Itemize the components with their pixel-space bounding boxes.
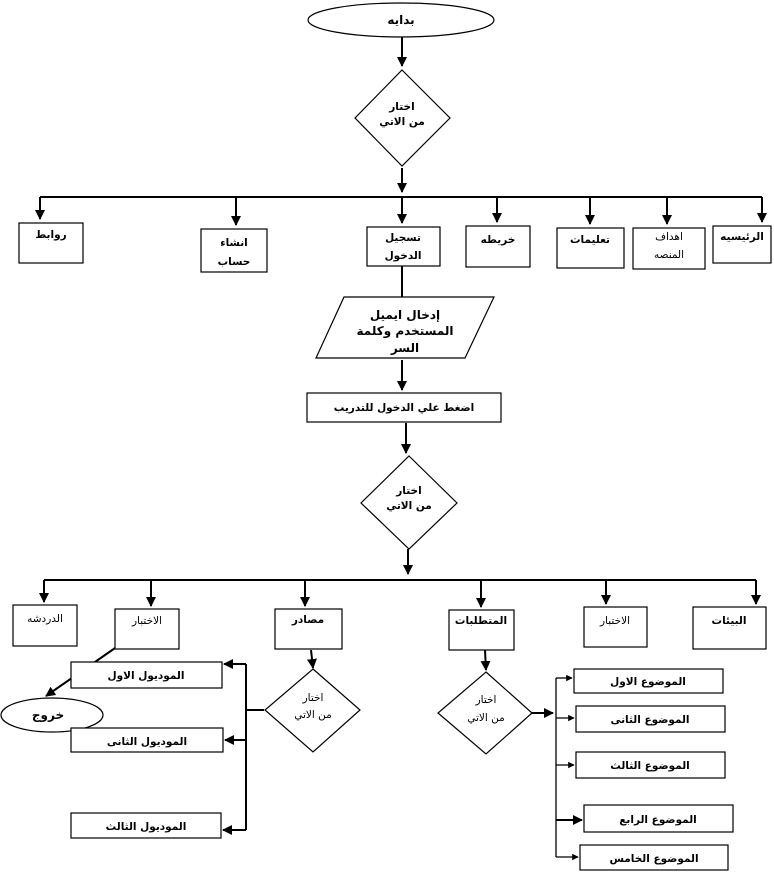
decision-resources: اختار من الاتي <box>264 668 361 753</box>
instructions-label: تعليمات <box>570 234 610 246</box>
register-line-2: الدخول <box>385 250 422 262</box>
start-label: بدايه <box>387 13 414 27</box>
topic-5-label: الموضوع الخامس <box>609 853 698 865</box>
topic-2-label: الموضوع الثانى <box>610 714 689 726</box>
chat-label: الدردشه <box>27 613 63 625</box>
module-2-label: الموديول الثانى <box>107 736 187 748</box>
resources-decision-line-1: اختار <box>302 692 324 704</box>
decision-1-line-2: من الاتي <box>379 116 425 128</box>
resources-label: مصادر <box>291 614 324 626</box>
box-topic-3: الموضوع الثالث <box>575 751 726 779</box>
decision-2-line-2: من الاتي <box>386 500 432 512</box>
press-login-label: اضغط علي الدخول للتدريب <box>334 402 475 414</box>
box-module-3: الموديول الثالث <box>70 812 222 839</box>
box-topic-5: الموضوع الخامس <box>579 844 729 871</box>
box-home: الرئيسيه <box>712 225 772 264</box>
box-topic-2: الموضوع الثانى <box>575 705 726 733</box>
map-label: خريطه <box>481 234 516 246</box>
input-credentials: إدخال ايميل المستخدم وكلمة السر <box>315 296 495 359</box>
topic-3-label: الموضوع الثالث <box>610 760 690 772</box>
module-3-label: الموديول الثالث <box>106 821 187 833</box>
goals-line-2: المنصه <box>654 249 684 261</box>
create-account-line-1: انشاء <box>220 237 248 249</box>
input-line-3: السر <box>390 341 419 355</box>
input-line-1: إدخال ايميل <box>370 308 440 322</box>
box-links: روابط <box>18 222 84 264</box>
create-account-line-2: حساب <box>218 256 251 268</box>
exit-label: خروج <box>32 708 64 723</box>
box-topic-4: الموضوع الرابع <box>583 804 734 833</box>
box-resources: مصادر <box>274 608 343 650</box>
test-label: الاختبار <box>599 615 630 627</box>
decision-choose-2: اختار من الاتي <box>360 455 458 550</box>
box-requirements: المتطلبات <box>448 609 515 651</box>
box-map: خريطه <box>465 225 531 268</box>
box-test: الاختبار <box>583 606 648 648</box>
decision-choose-1: اختار من الاتي <box>354 69 451 167</box>
box-module-1: الموديول الاول <box>70 661 223 689</box>
box-module-2: الموديول الثانى <box>70 727 224 753</box>
box-create-account: انشاء حساب <box>200 228 268 273</box>
box-platform-goals: اهداف المنصه <box>632 227 706 270</box>
topic-4-label: الموضوع الرابع <box>619 814 697 826</box>
box-topic-1: الموضوع الاول <box>573 668 724 694</box>
box-exam: الاختبار <box>114 608 180 650</box>
box-register-login: تسجيل الدخول <box>366 226 441 267</box>
requirements-label: المتطلبات <box>455 615 507 627</box>
topic-1-label: الموضوع الاول <box>610 676 686 688</box>
resources-decision-line-2: من الاتي <box>294 709 332 721</box>
box-environments: البيئات <box>692 606 767 650</box>
environments-label: البيئات <box>712 615 747 627</box>
module-1-label: الموديول الاول <box>108 670 185 682</box>
box-chat: الدردشه <box>12 604 78 647</box>
decision-2-line-1: اختار <box>395 485 421 497</box>
box-instructions: تعليمات <box>556 227 625 269</box>
box-press-login: اضغط علي الدخول للتدريب <box>306 392 502 423</box>
decision-1-line-1: اختار <box>388 101 414 113</box>
connectors <box>35 37 767 861</box>
requirements-decision-line-1: اختار <box>475 694 497 706</box>
goals-line-1: اهداف <box>655 231 683 243</box>
exit-terminal: خروج <box>0 697 104 733</box>
decision-requirements: اختار من الاتي <box>437 671 533 755</box>
input-line-2: المستخدم وكلمة <box>357 324 454 339</box>
register-line-1: تسجيل <box>385 232 421 244</box>
exam-label: الاختبار <box>131 615 162 627</box>
home-label: الرئيسيه <box>720 231 764 243</box>
links-label: روابط <box>35 229 66 241</box>
start-terminal: بدايه <box>307 2 495 38</box>
requirements-decision-line-2: من الاتي <box>467 712 505 724</box>
